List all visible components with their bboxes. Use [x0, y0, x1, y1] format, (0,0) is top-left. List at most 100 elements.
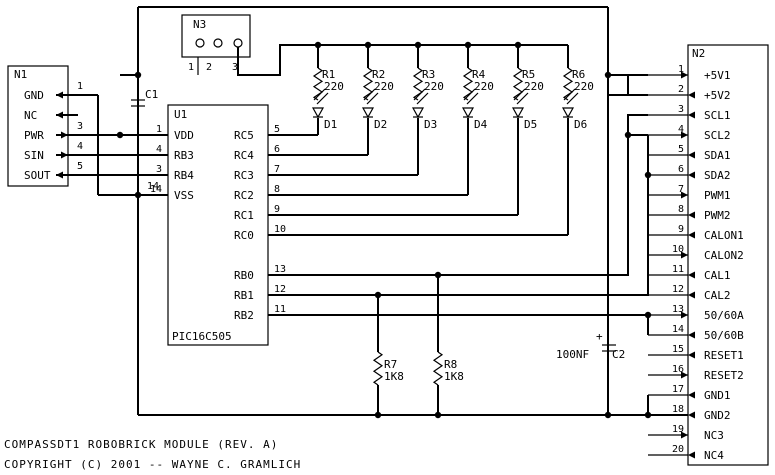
- arrow-left-icon: [688, 151, 695, 159]
- n2-pin-gnd2: GND2: [704, 409, 731, 422]
- u1-pin-rc2: RC2: [234, 189, 254, 202]
- n2-pin-num: 17: [672, 384, 684, 395]
- arrow-left-icon: [56, 171, 63, 179]
- n2-pin-gnd1: GND1: [704, 389, 731, 402]
- arrow-right-icon: [681, 71, 688, 79]
- junction-dot: [644, 311, 652, 319]
- wire: [268, 135, 649, 296]
- n2-pin-50-60a: 50/60A: [704, 309, 744, 322]
- c2-name: C2: [612, 348, 625, 361]
- wire: [268, 314, 649, 335]
- n2-pin-num: 5: [678, 144, 684, 155]
- n2-pin-cal2: CAL2: [704, 289, 731, 302]
- n2-pin-num: 8: [678, 204, 684, 215]
- n2-pin-scl1: SCL1: [704, 109, 731, 122]
- resistor-name: R5: [522, 68, 535, 81]
- diode-name: D3: [424, 118, 437, 131]
- arrow-left-icon: [56, 111, 63, 119]
- u1-pin-rb1: RB1: [234, 289, 254, 302]
- n2-pin-num: 18: [672, 404, 684, 415]
- resistor-r1: [312, 67, 324, 101]
- u1-box: [167, 104, 269, 346]
- d1-diode-icon: [311, 107, 325, 119]
- arrow-left-icon: [688, 391, 695, 399]
- n3-pin-num: 3: [232, 62, 238, 73]
- u1-pin-rc3: RC3: [234, 169, 254, 182]
- diode-name: D2: [374, 118, 387, 131]
- c1-name: C1: [145, 88, 158, 101]
- n2-pin-50-60b: 50/60B: [704, 329, 744, 342]
- u1-pin-num: 7: [274, 164, 280, 175]
- n2-pin-sda1: SDA1: [704, 149, 731, 162]
- arrow-left-icon: [688, 351, 695, 359]
- wire: [268, 114, 648, 276]
- u1-pin-num: 4: [156, 144, 162, 155]
- u1-pin-rc4: RC4: [234, 149, 254, 162]
- junction-dot: [644, 411, 652, 419]
- n2-pin-+5v2: +5V2: [704, 89, 731, 102]
- u1-pin-vss: VSS: [174, 189, 194, 202]
- resistor-name: R1: [322, 68, 335, 81]
- n2-pin-cal1: CAL1: [704, 269, 731, 282]
- u1-pin-num: 14: [150, 184, 162, 195]
- d3-ray-2: [416, 92, 429, 105]
- n1-pin-num: 5: [77, 161, 83, 172]
- footer-title: COMPASSDT1 ROBOBRICK MODULE (REV. A): [4, 438, 278, 451]
- n3-pin-icon: [233, 38, 243, 48]
- n2-pin-reset1: RESET1: [704, 349, 744, 362]
- arrow-left-icon: [56, 91, 63, 99]
- d6-ray-1: [563, 88, 576, 101]
- n2-pin-num: 4: [678, 124, 684, 135]
- n3-pin-icon: [195, 38, 205, 48]
- junction-dot: [374, 411, 382, 419]
- resistor-value: 220: [324, 80, 344, 93]
- n2-pin-calon2: CALON2: [704, 249, 744, 262]
- c2-value: 100NF: [556, 348, 589, 361]
- arrow-right-icon: [61, 131, 68, 139]
- d5-diode-icon: [511, 107, 525, 119]
- d3-diode-icon: [411, 107, 425, 119]
- wires: [56, 6, 688, 456]
- d5-ray-1: [513, 88, 526, 101]
- resistor-r8: [432, 351, 444, 386]
- resistor-name: R4: [472, 68, 486, 81]
- n2-pin-pwm2: PWM2: [704, 209, 731, 222]
- d2-ray-1: [363, 88, 376, 101]
- n2-name: N2: [692, 47, 705, 60]
- n2-pin-num: 13: [672, 304, 684, 315]
- resistor-name: R6: [572, 68, 585, 81]
- c2-polarity: +: [596, 330, 603, 343]
- u1-pin-num: 9: [274, 204, 280, 215]
- diode-name: D6: [574, 118, 587, 131]
- resistor-value: 220: [574, 80, 594, 93]
- u1-pin-num: 5: [274, 124, 280, 135]
- n3-box: [181, 14, 251, 58]
- parts: [7, 14, 769, 466]
- n2-pin-num: 9: [678, 224, 684, 235]
- u1-part: PIC16C505: [172, 330, 232, 343]
- n2-pin-num: 7: [678, 184, 684, 195]
- d5-ray-2: [516, 92, 529, 105]
- arrow-right-icon: [681, 311, 688, 319]
- d3-ray-1: [413, 88, 426, 101]
- n1-pin-num: 4: [77, 141, 83, 152]
- n1-pin-nc: NC: [24, 109, 37, 122]
- diode-name: D1: [324, 118, 337, 131]
- d6-diode-icon: [561, 107, 575, 119]
- labels: N1GNDNCPWRSINSOUTU1PIC16C505VDD1RB34RB43…: [4, 18, 744, 471]
- n1-pin-gnd: GND: [24, 89, 44, 102]
- footer-copyright: COPYRIGHT (C) 2001 -- WAYNE C. GRAMLICH: [4, 458, 301, 471]
- n2-pin-sda2: SDA2: [704, 169, 731, 182]
- resistor-value: 220: [524, 80, 544, 93]
- junction-dot: [604, 411, 612, 419]
- u1-pin-rb2: RB2: [234, 309, 254, 322]
- d1-ray-2: [316, 92, 329, 105]
- d6-ray-2: [566, 92, 579, 105]
- n2-pin-num: 19: [672, 424, 684, 435]
- u1-pin-num: 12: [274, 284, 286, 295]
- n1-pin-pwr: PWR: [24, 129, 44, 142]
- u1-pin-num: 8: [274, 184, 280, 195]
- n1-pin-num: 3: [77, 121, 83, 132]
- resistor-r5: [512, 67, 524, 101]
